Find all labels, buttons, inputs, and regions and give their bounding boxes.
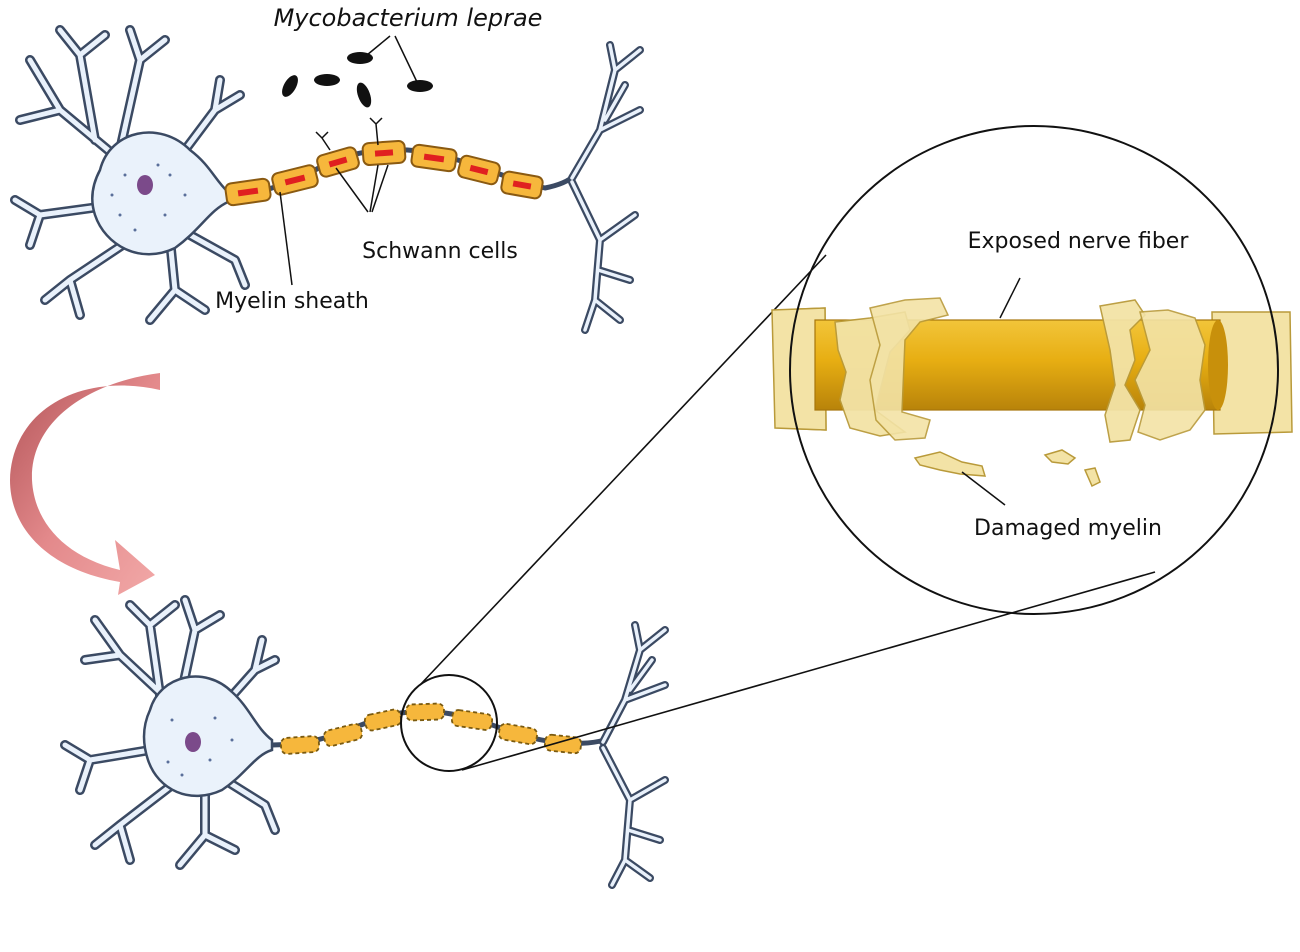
damaged-myelin-segments [279,702,583,755]
axon-terminals [568,41,644,334]
label-damaged-myelin: Damaged myelin [974,516,1162,541]
label-schwann-cells: Schwann cells [362,239,518,264]
zoom-detail [771,125,1293,615]
bacterium-leader-lines [366,35,418,83]
zoom-leader-lines [961,277,1021,506]
myelin-segments [224,139,544,207]
label-mycobacterium-leprae: Mycobacterium leprae [274,4,543,32]
healthy-neuron [10,25,644,334]
myelin-sheath-leader-line [279,191,293,286]
cytoplasm-dots-bottom [166,716,234,777]
nucleus-bottom [185,732,201,752]
loose-fragment-2 [1043,449,1077,465]
loose-fragment-1 [913,451,987,477]
zoom-projection-lines [419,254,1156,771]
transition-arrow [10,373,160,595]
schwann-cell-leader-lines [315,117,389,213]
cell-body-bottom [142,675,274,798]
dendrites-left [10,25,250,325]
zoom-source-circle [400,674,498,772]
nucleus [137,175,153,195]
damaged-neuron [60,595,669,889]
zoom-circle [789,125,1279,615]
dendrites-left-bottom [60,595,280,870]
label-exposed-nerve-fiber: Exposed nerve fiber [968,229,1190,254]
myelin-fragment-2 [869,297,950,441]
loose-fragment-3 [1083,467,1101,488]
label-myelin-sheath: Myelin sheath [215,289,369,314]
axon-terminals-bottom [599,621,669,889]
fiber-end [1208,320,1228,410]
cell-body [91,131,230,256]
myelin-fragment-far-left [771,307,827,431]
myelin-fragment-4 [1134,309,1206,441]
bacteria [282,52,433,108]
cytoplasm-dots [110,163,187,232]
